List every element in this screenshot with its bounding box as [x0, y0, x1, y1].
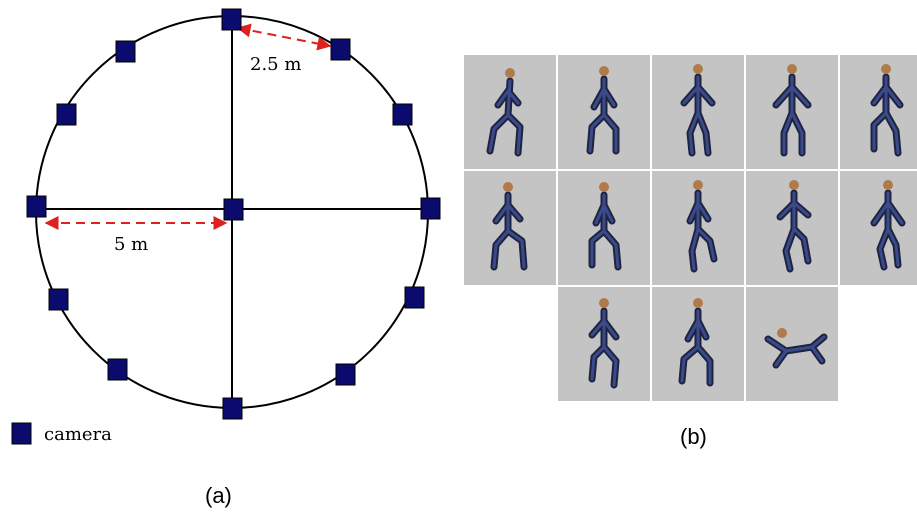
person-figure	[490, 182, 528, 271]
camera-marker	[26, 195, 47, 218]
camera-marker	[56, 103, 77, 126]
pose-thumbnail	[652, 171, 744, 285]
legend-camera-label: camera	[44, 424, 112, 445]
arc-distance-label: 2.5 m	[250, 54, 301, 75]
pose-thumbnail	[746, 287, 838, 401]
person-figure	[686, 180, 718, 273]
radius-distance-label: 5 m	[114, 234, 148, 255]
person-figure	[776, 180, 812, 273]
camera-marker	[48, 288, 69, 311]
pose-thumbnail	[746, 55, 838, 169]
pose-thumbnail	[840, 171, 917, 285]
person-figure	[764, 328, 828, 369]
camera-marker	[115, 40, 136, 63]
camera-marker	[404, 286, 425, 309]
pose-thumbnail	[558, 287, 650, 401]
caption-b: (b)	[680, 424, 707, 449]
pose-thumbnail	[652, 287, 744, 401]
camera-marker	[330, 38, 351, 61]
pose-thumbnail	[746, 171, 838, 285]
legend-camera-swatch	[11, 422, 32, 445]
pose-thumbnail	[558, 171, 650, 285]
pose-thumbnail	[464, 171, 556, 285]
person-figure	[680, 64, 716, 157]
camera-marker	[420, 197, 441, 220]
person-figure	[586, 66, 620, 155]
arc-distance-arrow	[236, 23, 332, 51]
camera-marker	[392, 103, 413, 126]
pose-thumbnail	[558, 55, 650, 169]
person-figure	[870, 180, 906, 271]
camera-marker	[107, 358, 128, 381]
camera-marker	[222, 397, 243, 420]
camera-marker	[221, 8, 242, 31]
pose-thumbnail	[840, 55, 917, 169]
person-figure	[772, 64, 812, 157]
camera-layout-diagram: 2.5 m 5 m camera (a)	[11, 8, 441, 508]
person-figure	[678, 298, 714, 387]
person-figure	[870, 64, 904, 157]
camera-marker	[223, 198, 244, 221]
person-figure	[486, 68, 524, 157]
person-figure	[588, 298, 620, 389]
caption-a: (a)	[205, 483, 232, 508]
camera-marker	[335, 363, 356, 386]
pose-image-grid	[464, 55, 917, 401]
pose-thumbnail	[464, 55, 556, 169]
pose-thumbnail	[652, 55, 744, 169]
person-figure	[588, 182, 622, 271]
